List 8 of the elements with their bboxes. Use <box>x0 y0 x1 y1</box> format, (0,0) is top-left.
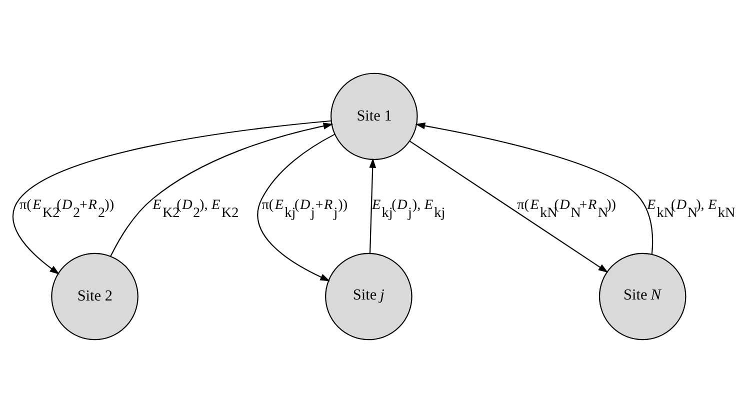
arrow <box>110 122 334 256</box>
arrow <box>257 134 335 282</box>
arrow <box>410 140 608 273</box>
node-circle: Site 2 <box>51 252 138 340</box>
node-circle: Site 1 <box>330 72 418 160</box>
node-circle: Site j <box>325 252 412 340</box>
arrow <box>12 120 332 274</box>
arrow <box>415 122 654 254</box>
